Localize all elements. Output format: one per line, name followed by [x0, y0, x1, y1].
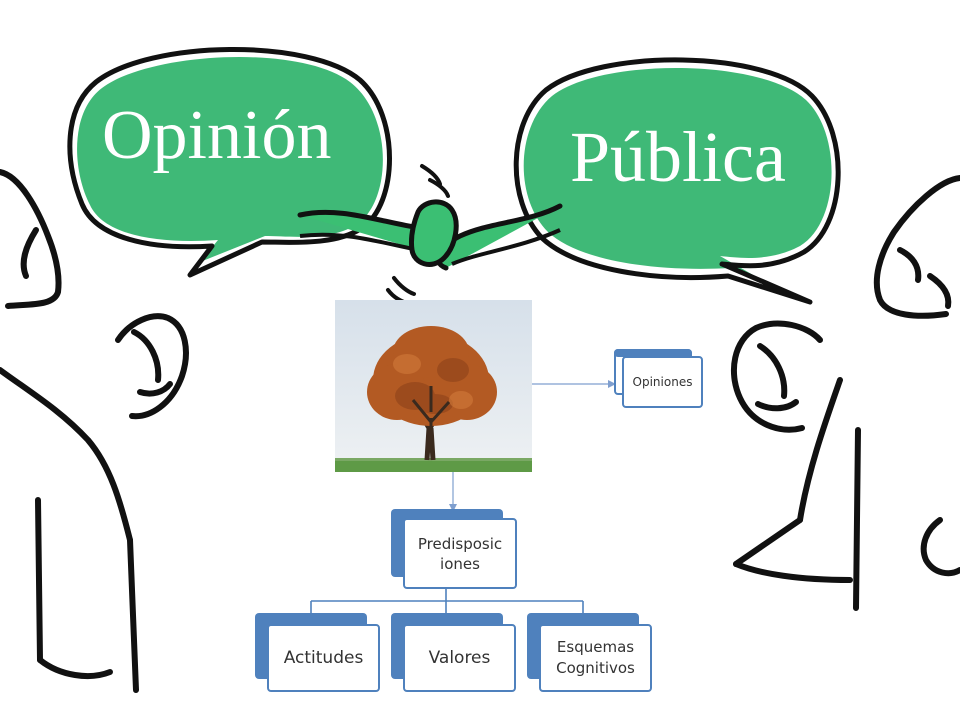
handshake	[297, 164, 563, 306]
node-predisposiciones-label: Predisposic iones	[417, 534, 503, 573]
node-actitudes[interactable]: Actitudes	[267, 624, 380, 692]
title-opinion: Opinión	[102, 97, 332, 174]
node-valores[interactable]: Valores	[403, 624, 516, 692]
hierarchy-lines	[310, 589, 584, 613]
node-actitudes-label: Actitudes	[283, 648, 364, 668]
node-esquemas-cognitivos[interactable]: Esquemas Cognitivos	[539, 624, 652, 692]
node-esquemas-label: Esquemas Cognitivos	[556, 638, 635, 677]
node-predisposiciones[interactable]: Predisposic iones	[403, 518, 517, 589]
left-character	[0, 169, 189, 693]
title-publica: Pública	[570, 117, 786, 197]
autumn-tree-icon	[335, 300, 532, 472]
left-speech-bubble	[67, 47, 392, 278]
node-opiniones[interactable]: Opiniones	[622, 356, 703, 408]
right-character	[731, 175, 960, 611]
node-valores-label: Valores	[428, 648, 491, 668]
right-speech-bubble	[513, 57, 841, 305]
opiniones-tab	[614, 349, 692, 357]
node-opiniones-label: Opiniones	[632, 375, 693, 389]
